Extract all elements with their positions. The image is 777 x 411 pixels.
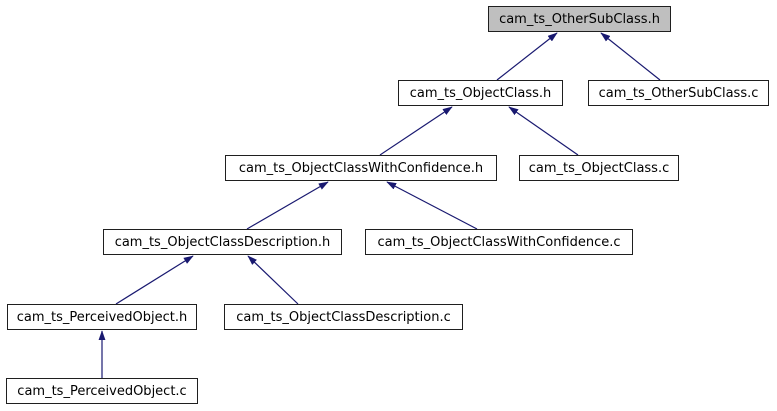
graph-node-label: cam_ts_PerceivedObject.c	[17, 383, 187, 399]
graph-node-label: cam_ts_OtherSubClass.c	[598, 85, 759, 101]
include-arrow-perceivedobject_h-to-objectclassdescription_h	[115, 255, 194, 305]
graph-node-objectclass_c[interactable]: cam_ts_ObjectClass.c	[519, 155, 679, 181]
include-arrow-objectclass_c-to-objectclass_h	[508, 106, 579, 156]
graph-node-objectclass_h[interactable]: cam_ts_ObjectClass.h	[398, 80, 563, 106]
graph-node-label: cam_ts_ObjectClassDescription.c	[236, 309, 451, 325]
graph-node-label: cam_ts_ObjectClassWithConfidence.c	[377, 234, 621, 250]
graph-node-label: cam_ts_ObjectClass.c	[528, 160, 670, 176]
include-arrow-othersubclass_c-to-othersubclass_h	[600, 32, 661, 81]
graph-node-label: cam_ts_ObjectClass.h	[409, 85, 552, 101]
graph-node-perceivedobject_c[interactable]: cam_ts_PerceivedObject.c	[6, 378, 198, 404]
graph-node-label: cam_ts_OtherSubClass.h	[499, 11, 660, 27]
graph-node-objectclasswithconfidence_c[interactable]: cam_ts_ObjectClassWithConfidence.c	[365, 229, 633, 255]
graph-node-label: cam_ts_ObjectClassWithConfidence.h	[238, 160, 484, 176]
graph-node-label: cam_ts_ObjectClassDescription.h	[114, 234, 331, 250]
graph-node-objectclasswithconfidence_h[interactable]: cam_ts_ObjectClassWithConfidence.h	[225, 155, 497, 181]
graph-node-othersubclass_c[interactable]: cam_ts_OtherSubClass.c	[588, 80, 769, 106]
graph-node-objectclassdescription_c[interactable]: cam_ts_ObjectClassDescription.c	[224, 304, 463, 330]
graph-node-othersubclass_h[interactable]: cam_ts_OtherSubClass.h	[488, 6, 671, 32]
graph-node-label: cam_ts_PerceivedObject.h	[16, 309, 188, 325]
include-arrow-objectclassdescription_h-to-objectclasswithconfidence_h	[246, 181, 329, 230]
graph-node-perceivedobject_h[interactable]: cam_ts_PerceivedObject.h	[7, 304, 197, 330]
include-arrow-objectclassdescription_c-to-objectclassdescription_h	[247, 255, 299, 305]
include-arrow-objectclasswithconfidence_c-to-objectclasswithconfidence_h	[386, 181, 478, 230]
include-arrow-objectclass_h-to-othersubclass_h	[496, 32, 558, 81]
graph-node-objectclassdescription_h[interactable]: cam_ts_ObjectClassDescription.h	[103, 229, 342, 255]
include-arrow-objectclasswithconfidence_h-to-objectclass_h	[379, 106, 453, 156]
